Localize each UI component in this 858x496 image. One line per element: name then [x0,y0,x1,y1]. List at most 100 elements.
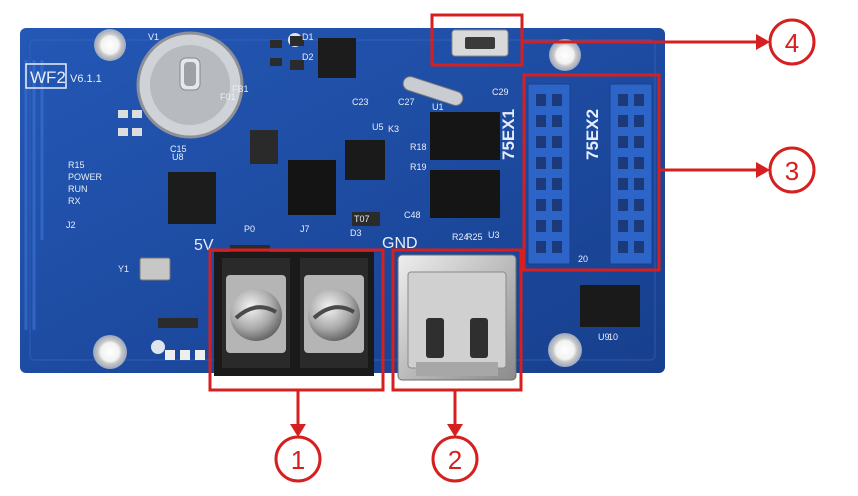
crystal [402,76,464,106]
header-pin [536,157,546,169]
ic-chip [250,130,278,164]
callout-box-3 [522,73,661,272]
component-designator: C15 [170,144,187,154]
component-designator: C48 [404,210,421,220]
component-designator: T07 [354,214,370,224]
component-designator: P0 [244,224,255,234]
header-pin [552,220,562,232]
header-pin [552,199,562,211]
header-pin [536,94,546,106]
header-pin [536,220,546,232]
component-designator: D1 [302,32,314,42]
usb-port[interactable] [397,254,517,381]
ic-chip [430,170,500,218]
header-pin [634,157,644,169]
mounting-hole [151,340,165,354]
header-pin [536,115,546,127]
ground-label: GND [382,235,418,252]
tact-button[interactable] [451,29,509,57]
header-pin [552,94,562,106]
component-designator: RX [68,196,81,206]
header-pin [634,115,644,127]
component-designator: D3 [350,228,362,238]
header-pin [552,178,562,190]
header-pin [634,136,644,148]
ic-chip [580,285,640,327]
header-pin [634,241,644,253]
header-pin [552,157,562,169]
component-designator: Y1 [118,264,129,274]
header-pin [618,241,628,253]
component-designator: RUN [68,184,88,194]
ic-chip [168,172,216,224]
callout-arrowheads [290,34,770,437]
callout-box-4 [430,13,524,67]
component-designator: U5 [372,122,384,132]
header-pin [536,136,546,148]
component-designator: FB1 [232,84,249,94]
mounting-hole [549,39,581,71]
mounting-hole [548,333,582,367]
mounting-hole [94,29,126,61]
header-label-2: 75EX2 [583,109,602,160]
header-pin [618,157,628,169]
header-label-1: 75EX1 [499,109,518,160]
crystal [139,257,171,281]
header-pin [618,115,628,127]
header-pin [618,178,628,190]
component-designator: R25 [466,232,483,242]
component-designator: K3 [388,124,399,134]
model-label: WF2 [30,68,66,87]
header-pin [618,94,628,106]
component-designator: J7 [300,224,310,234]
pin-header [527,83,571,265]
callout-number-2: 2 [448,445,462,475]
header-pin [634,178,644,190]
screw[interactable] [230,289,282,341]
ic-chip [345,140,385,180]
header-pin [552,241,562,253]
callout-number-3: 3 [785,156,799,186]
component-designator: D2 [302,52,314,62]
component-designator: R19 [410,162,427,172]
component-designator: U9 [598,332,610,342]
hub75-headers [527,83,653,265]
callout-number-1: 1 [291,445,305,475]
component-designator: C23 [352,97,369,107]
header-pin [618,199,628,211]
component-designator: F01 [220,92,236,102]
component-designator: U8 [172,152,184,162]
header-pin [618,136,628,148]
component-designator: R24 [452,232,469,242]
header-pin [634,94,644,106]
component-designator: V1 [148,32,159,42]
component-designator: C27 [398,97,415,107]
header-pin [536,178,546,190]
mounting-hole [93,335,127,369]
component-designator: J2 [66,220,76,230]
component-designator: 10 [608,332,618,342]
header-pin [634,199,644,211]
component-designator: POWER [68,172,103,182]
component-designator: R15 [68,160,85,170]
header-pin [618,220,628,232]
component-designator: U3 [488,230,500,240]
ic-chip [288,160,336,215]
header-pin [552,115,562,127]
callout-box-2 [391,248,523,392]
ic-chip [430,112,500,160]
version-label: V6.1.1 [70,73,102,85]
screw[interactable] [308,289,360,341]
callout-number-4: 4 [785,28,799,58]
power-terminal-block[interactable] [214,252,374,376]
header-pin [536,241,546,253]
component-designator: R18 [410,142,427,152]
coin-cell-holder [136,31,244,139]
component-designator: U1 [432,102,444,112]
ic-chip [318,38,356,78]
header-pin [552,136,562,148]
header-pin [634,220,644,232]
component-designator: C29 [492,87,509,97]
